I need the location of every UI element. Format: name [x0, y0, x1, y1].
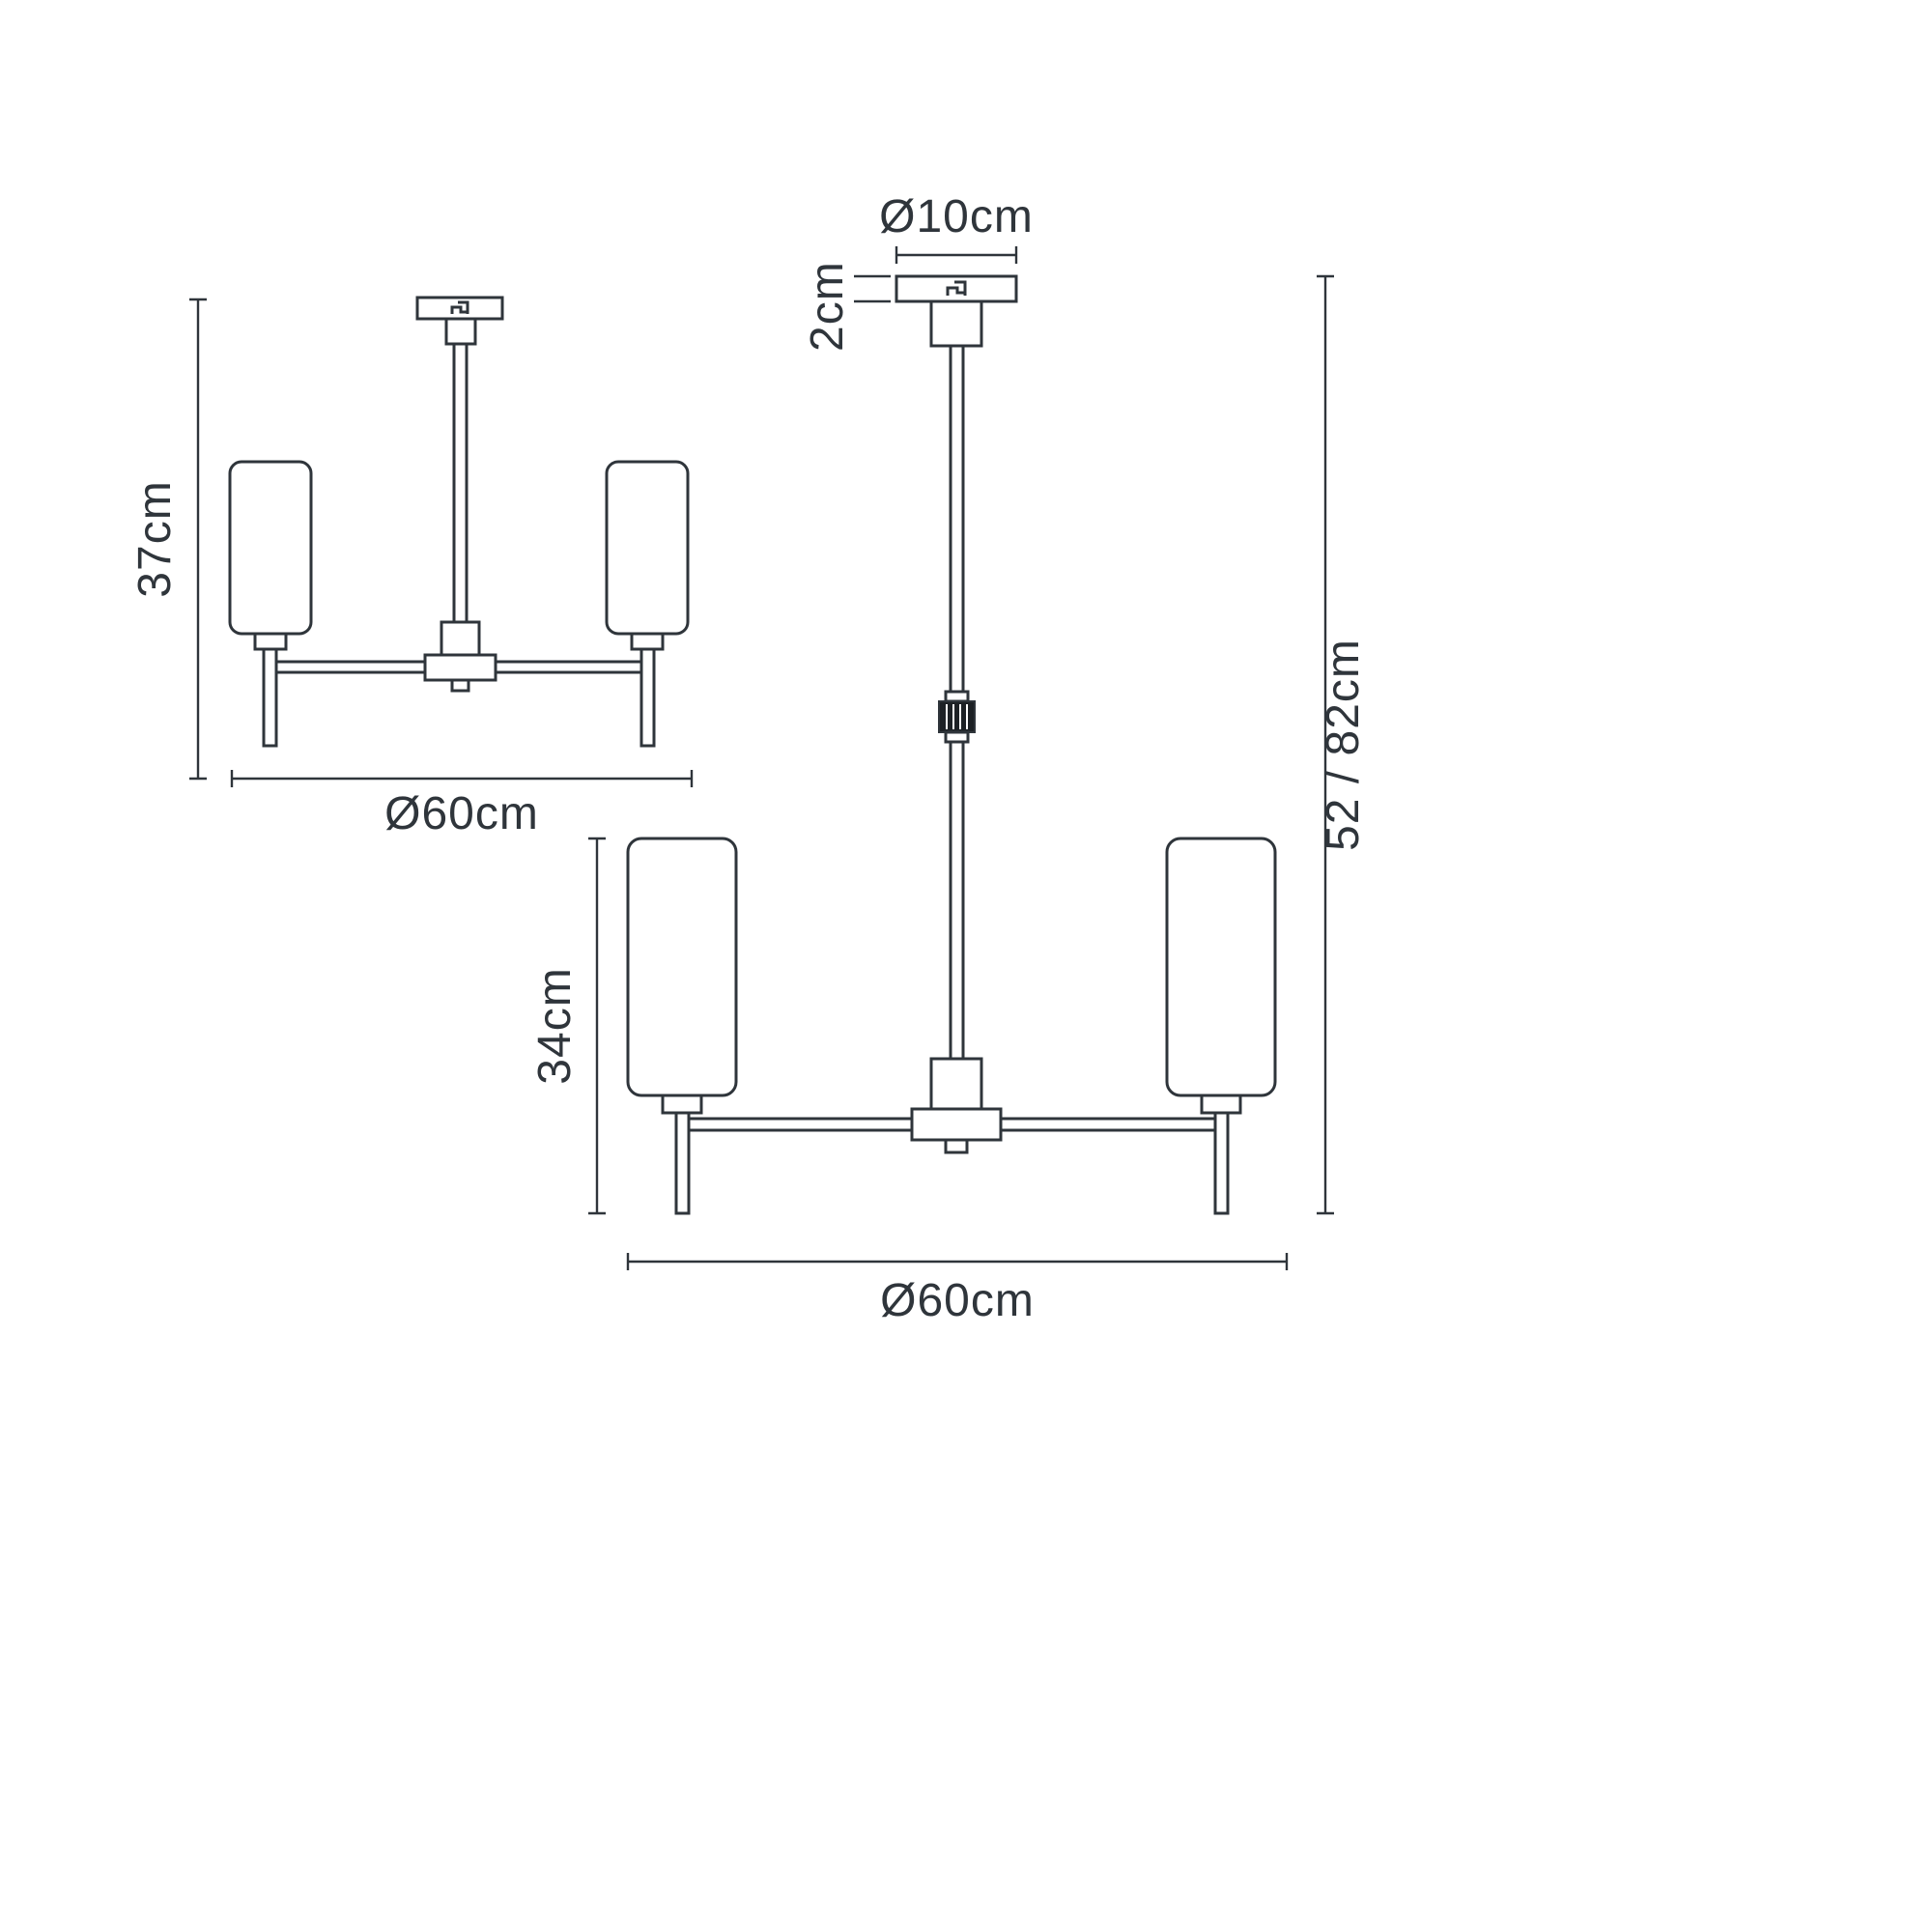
semi-flush-hub-finial	[450, 678, 470, 693]
pendant-canopy-height-label: 2cm	[802, 261, 853, 352]
semi-flush-left-shade	[228, 460, 313, 636]
semi-flush-right-drop-tube	[639, 647, 656, 748]
pendant-hub-body	[910, 1107, 1003, 1142]
adjuster-knurled-ring	[938, 700, 976, 733]
semi-flush-plate-connector	[444, 317, 477, 346]
pendant-hub-finial	[944, 1138, 969, 1154]
pendant-canopy-diameter-label: Ø10cm	[879, 191, 1034, 242]
adjuster-collar-top	[944, 690, 970, 703]
pendant-overall-height-dimension: 52 / 82cm	[1317, 274, 1369, 1215]
semi-flush-diameter-dimension: Ø60cm	[230, 770, 694, 839]
pendant-shade-height-dimension: 34cm	[529, 837, 606, 1215]
semi-flush-stem	[452, 342, 469, 624]
pendant-hub-upper	[929, 1057, 983, 1111]
pendant-canopy-diameter-dimension: Ø10cm	[879, 191, 1034, 264]
semi-flush-right-shade	[605, 460, 690, 636]
semi-flush-diameter-label: Ø60cm	[384, 788, 539, 839]
semi-flush-height-label: 37cm	[129, 480, 181, 597]
pendant-shade-height-label: 34cm	[529, 967, 581, 1084]
pendant-left-shade-neck	[661, 1094, 703, 1115]
pendant-right-drop-tube	[1213, 1111, 1230, 1215]
pendant-diameter-label: Ø60cm	[880, 1275, 1035, 1326]
pendant-right-shade-neck	[1200, 1094, 1242, 1115]
mounting-hook-icon	[946, 280, 967, 296]
pendant-height-adjuster	[938, 690, 976, 744]
pendant-overall-height-label: 52 / 82cm	[1318, 639, 1369, 851]
mounting-hook-icon	[450, 300, 469, 314]
adjuster-collar-bottom	[944, 730, 970, 744]
semi-flush-hub-upper	[440, 620, 481, 657]
semi-flush-view: 37cm Ø60cm	[129, 296, 694, 839]
pendant-right-shade	[1165, 837, 1277, 1097]
semi-flush-right-shade-neck	[630, 632, 665, 651]
pendant-view: Ø10cm 2cm 52 / 82cm 34cm	[529, 191, 1369, 1326]
semi-flush-left-drop-tube	[262, 647, 278, 748]
pendant-left-drop-tube	[674, 1111, 691, 1215]
pendant-diameter-dimension: Ø60cm	[626, 1253, 1289, 1326]
pendant-plate-connector	[929, 299, 983, 348]
pendant-left-shade	[626, 837, 738, 1097]
pendant-canopy-height-dimension: 2cm	[802, 261, 891, 352]
semi-flush-height-dimension: 37cm	[129, 298, 207, 781]
semi-flush-hub-body	[423, 653, 497, 682]
semi-flush-left-shade-neck	[253, 632, 288, 651]
